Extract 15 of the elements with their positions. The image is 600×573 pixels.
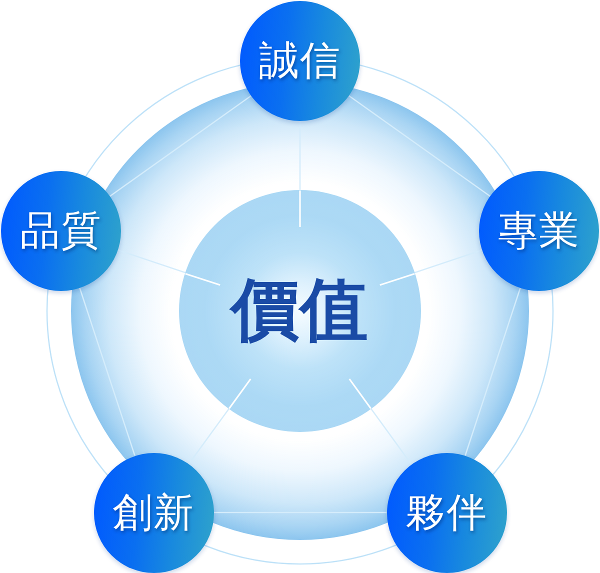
connector-line: [464, 288, 521, 456]
value-label: 夥伴: [406, 492, 488, 532]
value-label: 品質: [20, 211, 102, 251]
value-label: 誠信: [259, 41, 341, 81]
connector-line: [414, 249, 482, 274]
center-label: 價值: [231, 277, 369, 345]
connector-line: [118, 249, 186, 274]
connector-line: [214, 512, 386, 514]
value-circle: [240, 1, 360, 121]
value-label: 創新: [112, 492, 194, 532]
connector-line: [348, 95, 490, 197]
value-label: 專業: [498, 211, 580, 251]
connector-line: [110, 95, 252, 197]
connector-line: [79, 288, 136, 456]
value-circle: [94, 452, 214, 572]
